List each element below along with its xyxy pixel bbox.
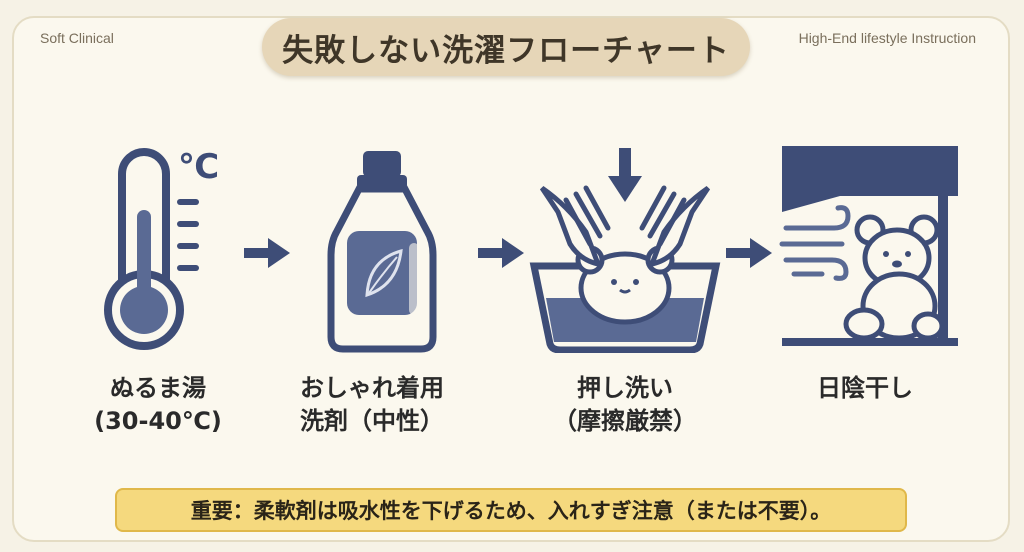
title-banner: 失敗しない洗濯フローチャート [262, 18, 750, 76]
step-label: 押し洗い （摩擦厳禁） [553, 374, 697, 435]
arrow-right-icon [478, 238, 524, 268]
step-label: ぬるま湯 (30-40℃) [94, 374, 222, 435]
thermometer-icon: ℃ [104, 147, 219, 350]
important-notice: 重要：柔軟剤は吸水性を下げるため、入れすぎ注意（または不要）。 [115, 488, 907, 532]
celsius-unit: ℃ [178, 147, 219, 187]
page-title: 失敗しない洗濯フローチャート [282, 32, 730, 69]
detergent-bottle-icon [327, 151, 437, 353]
arrow-right-icon [726, 238, 772, 268]
step-label: おしゃれ着用 洗剤（中性） [300, 374, 444, 435]
notice-text: 重要：柔軟剤は吸水性を下げるため、入れすぎ注意（または不要）。 [190, 499, 832, 523]
brand-tag: Soft Clinical [40, 30, 114, 46]
shade-drying-icon [779, 146, 958, 346]
hand-pressing-wash-icon [529, 148, 721, 353]
arrow-right-icon [244, 238, 290, 268]
step-label: 日陰干し [817, 374, 913, 402]
subtitle-tag: High-End lifestyle Instruction [798, 30, 976, 46]
